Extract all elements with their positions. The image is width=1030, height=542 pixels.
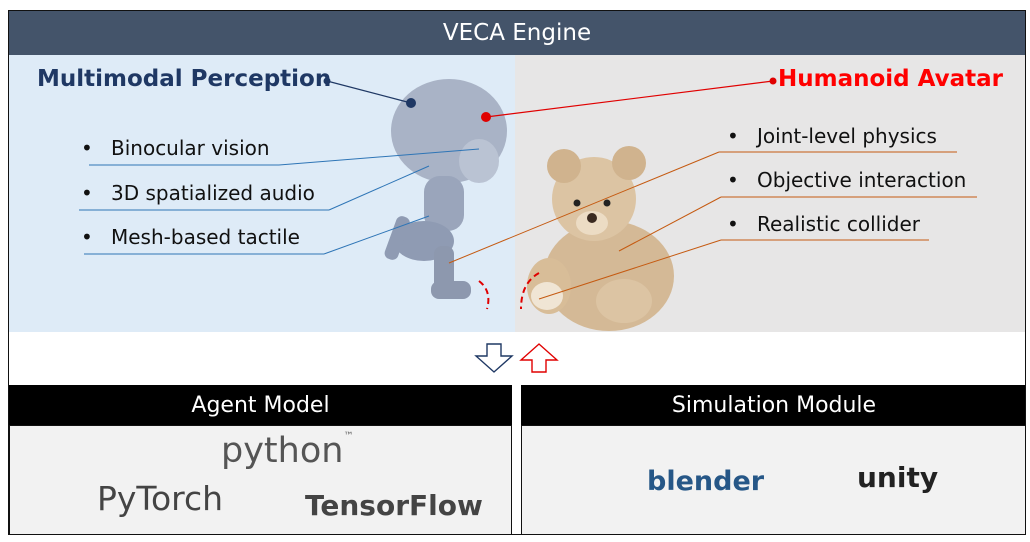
python-logo: python™ <box>221 431 354 471</box>
agent-model-box <box>9 425 512 534</box>
simulation-module-title: Simulation Module <box>521 385 1025 425</box>
perception-title: Multimodal Perception <box>37 66 332 92</box>
tensorflow-logo: TensorFlow <box>305 489 483 522</box>
avatar-title: Humanoid Avatar <box>778 66 1003 92</box>
agent-model-title: Agent Model <box>9 385 512 425</box>
blender-logo: blender <box>647 466 765 497</box>
perception-item: •Mesh-based tactile <box>81 225 300 249</box>
avatar-item: •Joint-level physics <box>727 124 937 148</box>
perception-item: •3D spatialized audio <box>81 181 315 205</box>
engine-header: VECA Engine <box>9 11 1025 55</box>
simulation-module-box <box>521 425 1025 534</box>
avatar-item: •Realistic collider <box>727 212 920 236</box>
pytorch-logo: PyTorch <box>97 479 224 518</box>
down-arrow-icon <box>474 343 514 373</box>
perception-item: •Binocular vision <box>81 136 270 160</box>
up-arrow-icon <box>519 343 559 373</box>
illustration <box>70 77 977 524</box>
humanoid-figure <box>384 79 507 299</box>
veca-diagram: VECA Engine <box>8 10 1026 535</box>
unity-logo: unity <box>857 461 939 494</box>
avatar-item: •Objective interaction <box>727 168 967 192</box>
teddy-bear <box>527 146 674 331</box>
